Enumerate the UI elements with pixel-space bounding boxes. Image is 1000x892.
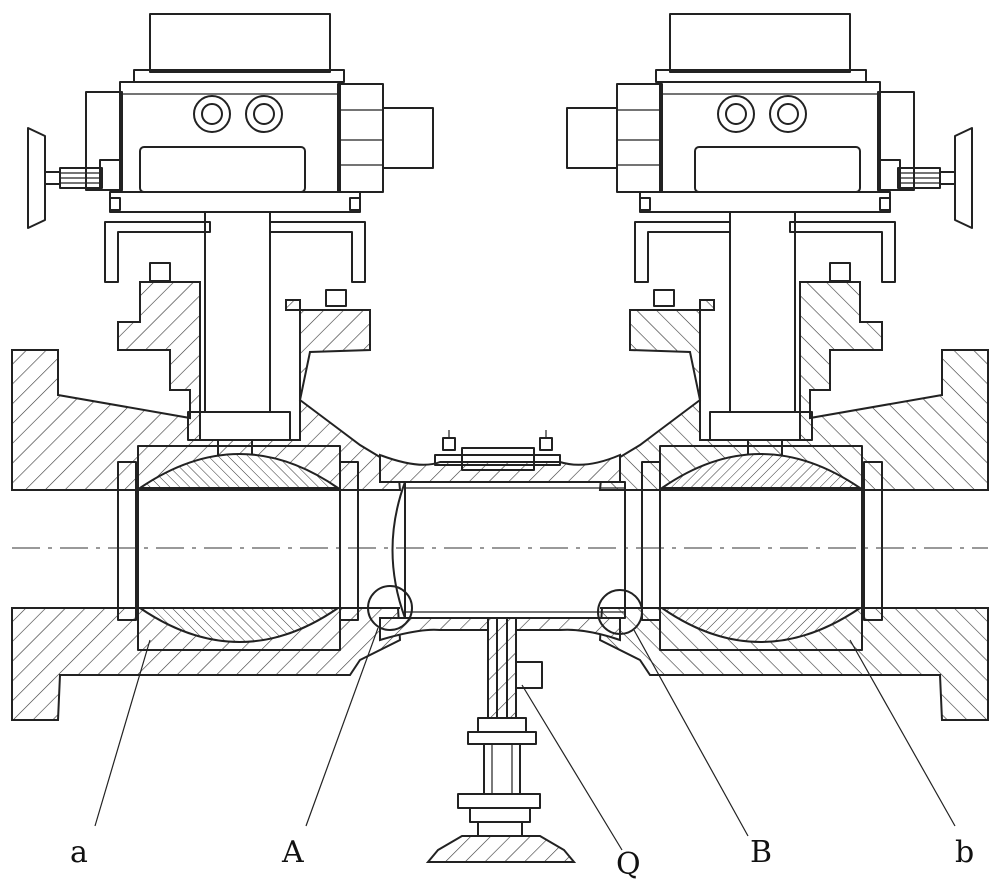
leader-A: [305, 627, 379, 827]
label-Q: Q: [616, 847, 641, 882]
label-B: B: [750, 835, 772, 870]
right-valve: [566, 13, 989, 721]
center-pipe: [379, 430, 626, 642]
right-valve-body: [598, 281, 989, 491]
detail-circle-B: [597, 589, 643, 635]
left-stem: [204, 211, 271, 413]
label-A: A: [281, 835, 304, 870]
left-valve-body: [11, 281, 402, 491]
leader-a: [94, 639, 151, 827]
right-stem: [729, 211, 796, 413]
drain-assembly: [425, 617, 577, 863]
leader-B: [633, 629, 749, 837]
leader-Q: [521, 684, 623, 851]
label-a: a: [70, 835, 88, 870]
leader-b: [849, 639, 956, 827]
left-ball: [136, 453, 342, 489]
left-actuator: [27, 13, 434, 229]
right-actuator: [566, 13, 973, 229]
label-b: b: [955, 835, 974, 870]
right-ball: [658, 453, 864, 489]
detail-circle-A: [367, 585, 413, 631]
left-valve: [11, 13, 434, 721]
